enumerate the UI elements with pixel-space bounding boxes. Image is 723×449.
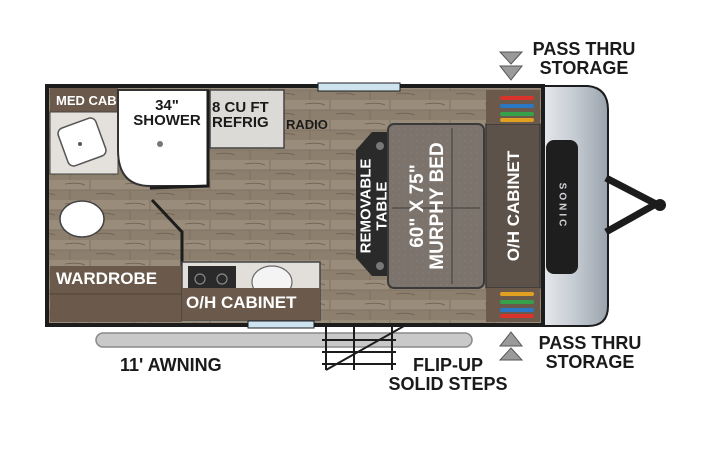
top-window: [317, 82, 401, 92]
removable-table-label: REMOVABLE TABLE: [357, 158, 390, 254]
pass-thru-bottom-label: PASS THRU STORAGE: [538, 333, 642, 372]
refrigerator: [209, 89, 285, 149]
awning-bar: [95, 332, 473, 348]
front-cap: [539, 85, 609, 327]
flip-up-steps: [322, 325, 405, 371]
cooktop: [188, 266, 236, 292]
refrigerator-label: 8 CU FT REFRIG: [212, 99, 269, 131]
logo: SONIC: [556, 182, 568, 230]
oh-cabinet-bottom-label: O/H CABINET: [186, 293, 297, 312]
murphy-bed-label: 60" X 75" MURPHY BED: [407, 142, 448, 270]
pass-thru-top-arrow: [498, 51, 524, 81]
radio-label: RADIO: [286, 117, 328, 132]
removable-table: [356, 132, 388, 276]
pass-thru-bottom-marker: [486, 288, 540, 322]
bath-door-wall: [150, 198, 184, 268]
wardrobe-label: WARDROBE: [56, 269, 158, 288]
hitch: [604, 174, 666, 236]
toilet: [59, 200, 105, 238]
pass-thru-top-label: PASS THRU STORAGE: [532, 39, 636, 78]
murphy-bed: [387, 123, 485, 289]
awning-label: 11' AWNING: [120, 355, 222, 375]
oh-cabinet-front-label: O/H CABINET: [504, 150, 524, 262]
med-cab: [50, 88, 118, 112]
bath-sink: [57, 117, 107, 167]
steps-label: FLIP-UP SOLID STEPS: [388, 355, 508, 394]
bottom-window: [247, 320, 315, 329]
pass-thru-bottom-arrow: [498, 331, 524, 361]
pass-thru-top-marker: [486, 90, 540, 124]
oh-cabinet-bottom: [182, 288, 320, 320]
bath-wall: [149, 90, 210, 190]
shower-label: 34" SHOWER: [133, 97, 201, 129]
med-cab-label: MED CAB: [56, 93, 117, 108]
